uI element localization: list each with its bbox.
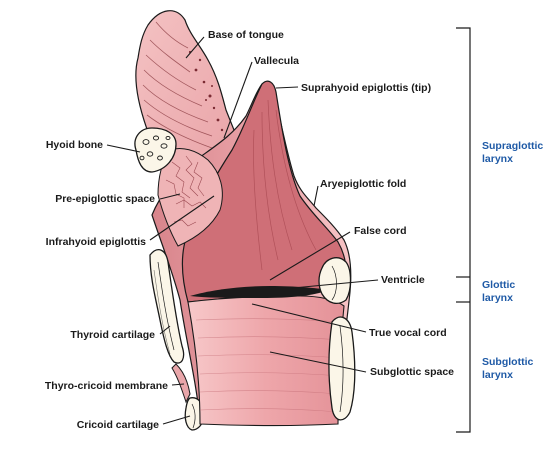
label-false-cord: False cord	[354, 225, 407, 237]
label-aryepiglottic-fold: Aryepiglottic fold	[320, 178, 406, 190]
hyoid-bone-shape	[134, 127, 177, 173]
leader-lines	[106, 36, 379, 425]
label-hyoid-bone: Hyoid bone	[46, 139, 103, 151]
fat-lobules	[165, 155, 207, 227]
label-thyro-cricoid-membrane: Thyro-cricoid membrane	[45, 380, 168, 392]
thyro-cricoid-membrane-shape	[171, 363, 191, 404]
ventricle-shape	[190, 286, 328, 298]
label-cricoid-cartilage: Cricoid cartilage	[77, 419, 159, 431]
region-subglottic-line2: larynx	[482, 369, 513, 381]
posterior-cartilage	[318, 257, 356, 421]
larynx-illustration	[134, 10, 356, 431]
tongue-texture	[142, 21, 213, 149]
region-supraglottic-line1: Supraglottic	[482, 140, 543, 152]
label-vallecula: Vallecula	[254, 55, 299, 67]
label-true-vocal-cord: True vocal cord	[369, 327, 447, 339]
label-infrahyoid-epiglottis: Infrahyoid epiglottis	[46, 236, 146, 248]
thyroid-cartilage-shape	[149, 249, 185, 364]
region-supraglottic-line2: larynx	[482, 153, 513, 165]
region-glottic-line1: Glottic	[482, 279, 515, 291]
subglottic-space-area	[187, 295, 345, 427]
region-bracket	[456, 27, 471, 433]
label-thyroid-cartilage: Thyroid cartilage	[70, 329, 155, 341]
region-labels: Supraglottic larynx Glottic larynx Subgl…	[482, 140, 543, 381]
label-suprahyoid-epiglottis: Suprahyoid epiglottis (tip)	[301, 82, 431, 94]
label-ventricle: Ventricle	[381, 274, 425, 286]
structure-labels: Base of tongue Vallecula Suprahyoid epig…	[45, 29, 454, 431]
label-base-of-tongue: Base of tongue	[208, 29, 284, 41]
region-glottic-line2: larynx	[482, 292, 513, 304]
epiglottis-texture	[253, 99, 317, 271]
pre-epiglottic-space-area	[157, 147, 223, 247]
tongue-papillae	[188, 50, 224, 132]
label-pre-epiglottic-space: Pre-epiglottic space	[55, 193, 155, 205]
label-subglottic-space: Subglottic space	[370, 366, 454, 378]
subglottic-texture	[195, 318, 341, 413]
region-subglottic-line1: Subglottic	[482, 356, 533, 368]
